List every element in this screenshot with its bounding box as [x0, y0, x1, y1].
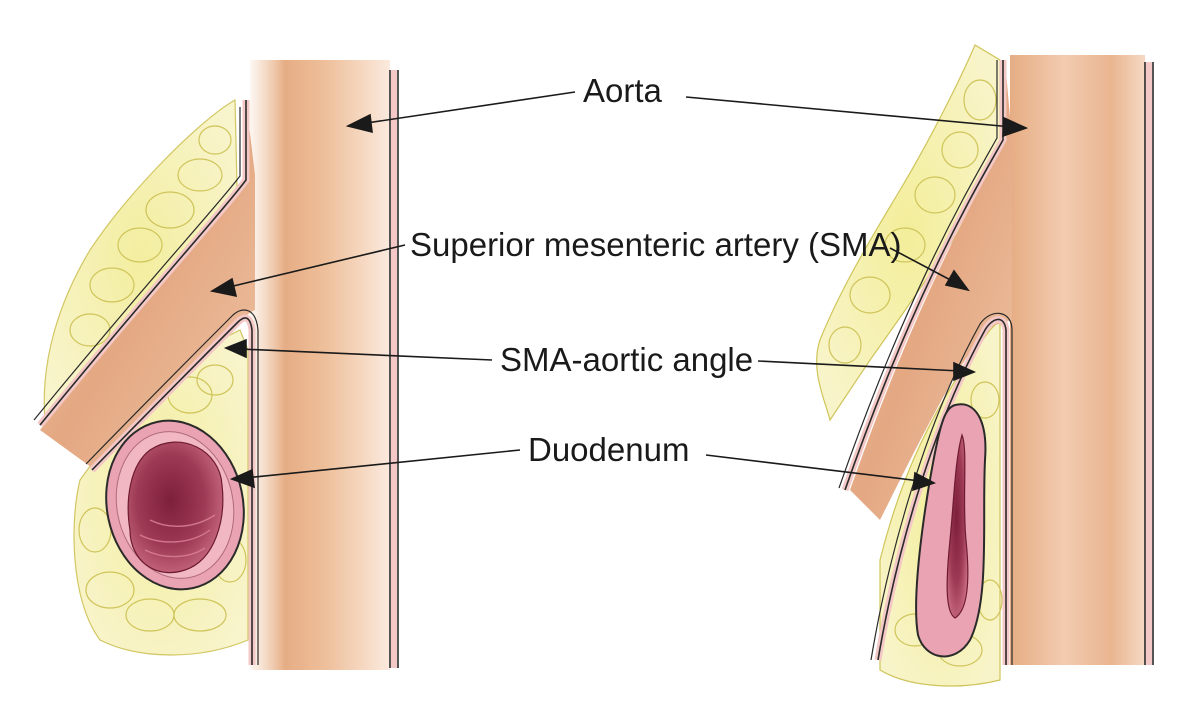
left-fat-upper — [43, 98, 239, 422]
label-duodenum: Duodenum — [528, 431, 690, 468]
right-aorta — [1010, 55, 1145, 665]
label-sma: Superior mesenteric artery (SMA) — [410, 226, 902, 263]
label-sma-aortic-angle: SMA-aortic angle — [500, 341, 754, 378]
left-aorta — [250, 60, 390, 670]
label-aorta: Aorta — [583, 72, 662, 109]
left-sma — [40, 100, 255, 470]
left-panel — [33, 60, 399, 670]
right-panel — [816, 44, 1154, 687]
label-arrows — [209, 91, 1029, 492]
right-sma — [850, 60, 1012, 520]
right-duodenum-lumen — [946, 433, 969, 619]
